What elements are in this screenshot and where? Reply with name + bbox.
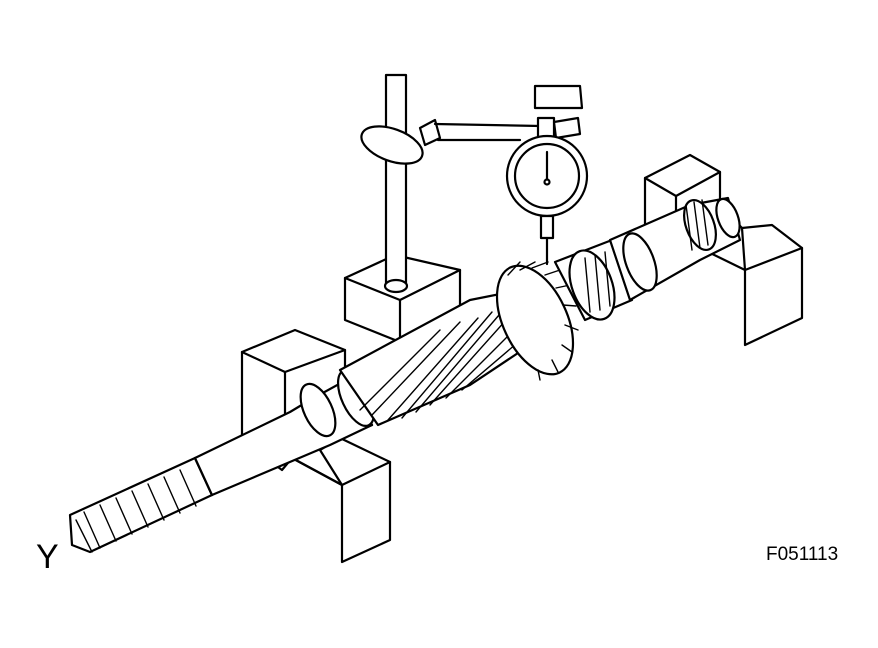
shaft-body xyxy=(193,369,376,497)
dial-gauge xyxy=(505,84,589,266)
bearing-race xyxy=(553,238,634,322)
shaft-right-section xyxy=(608,196,742,302)
gear-teeth xyxy=(495,261,579,381)
shaft-splined-end xyxy=(68,456,214,554)
figure-id-label: F051113 xyxy=(766,544,839,565)
stand-arm xyxy=(360,118,542,165)
corner-label: Y xyxy=(36,538,59,576)
dial-gauge-stand-post xyxy=(383,73,409,294)
shaft-centerline-mark xyxy=(75,519,93,553)
